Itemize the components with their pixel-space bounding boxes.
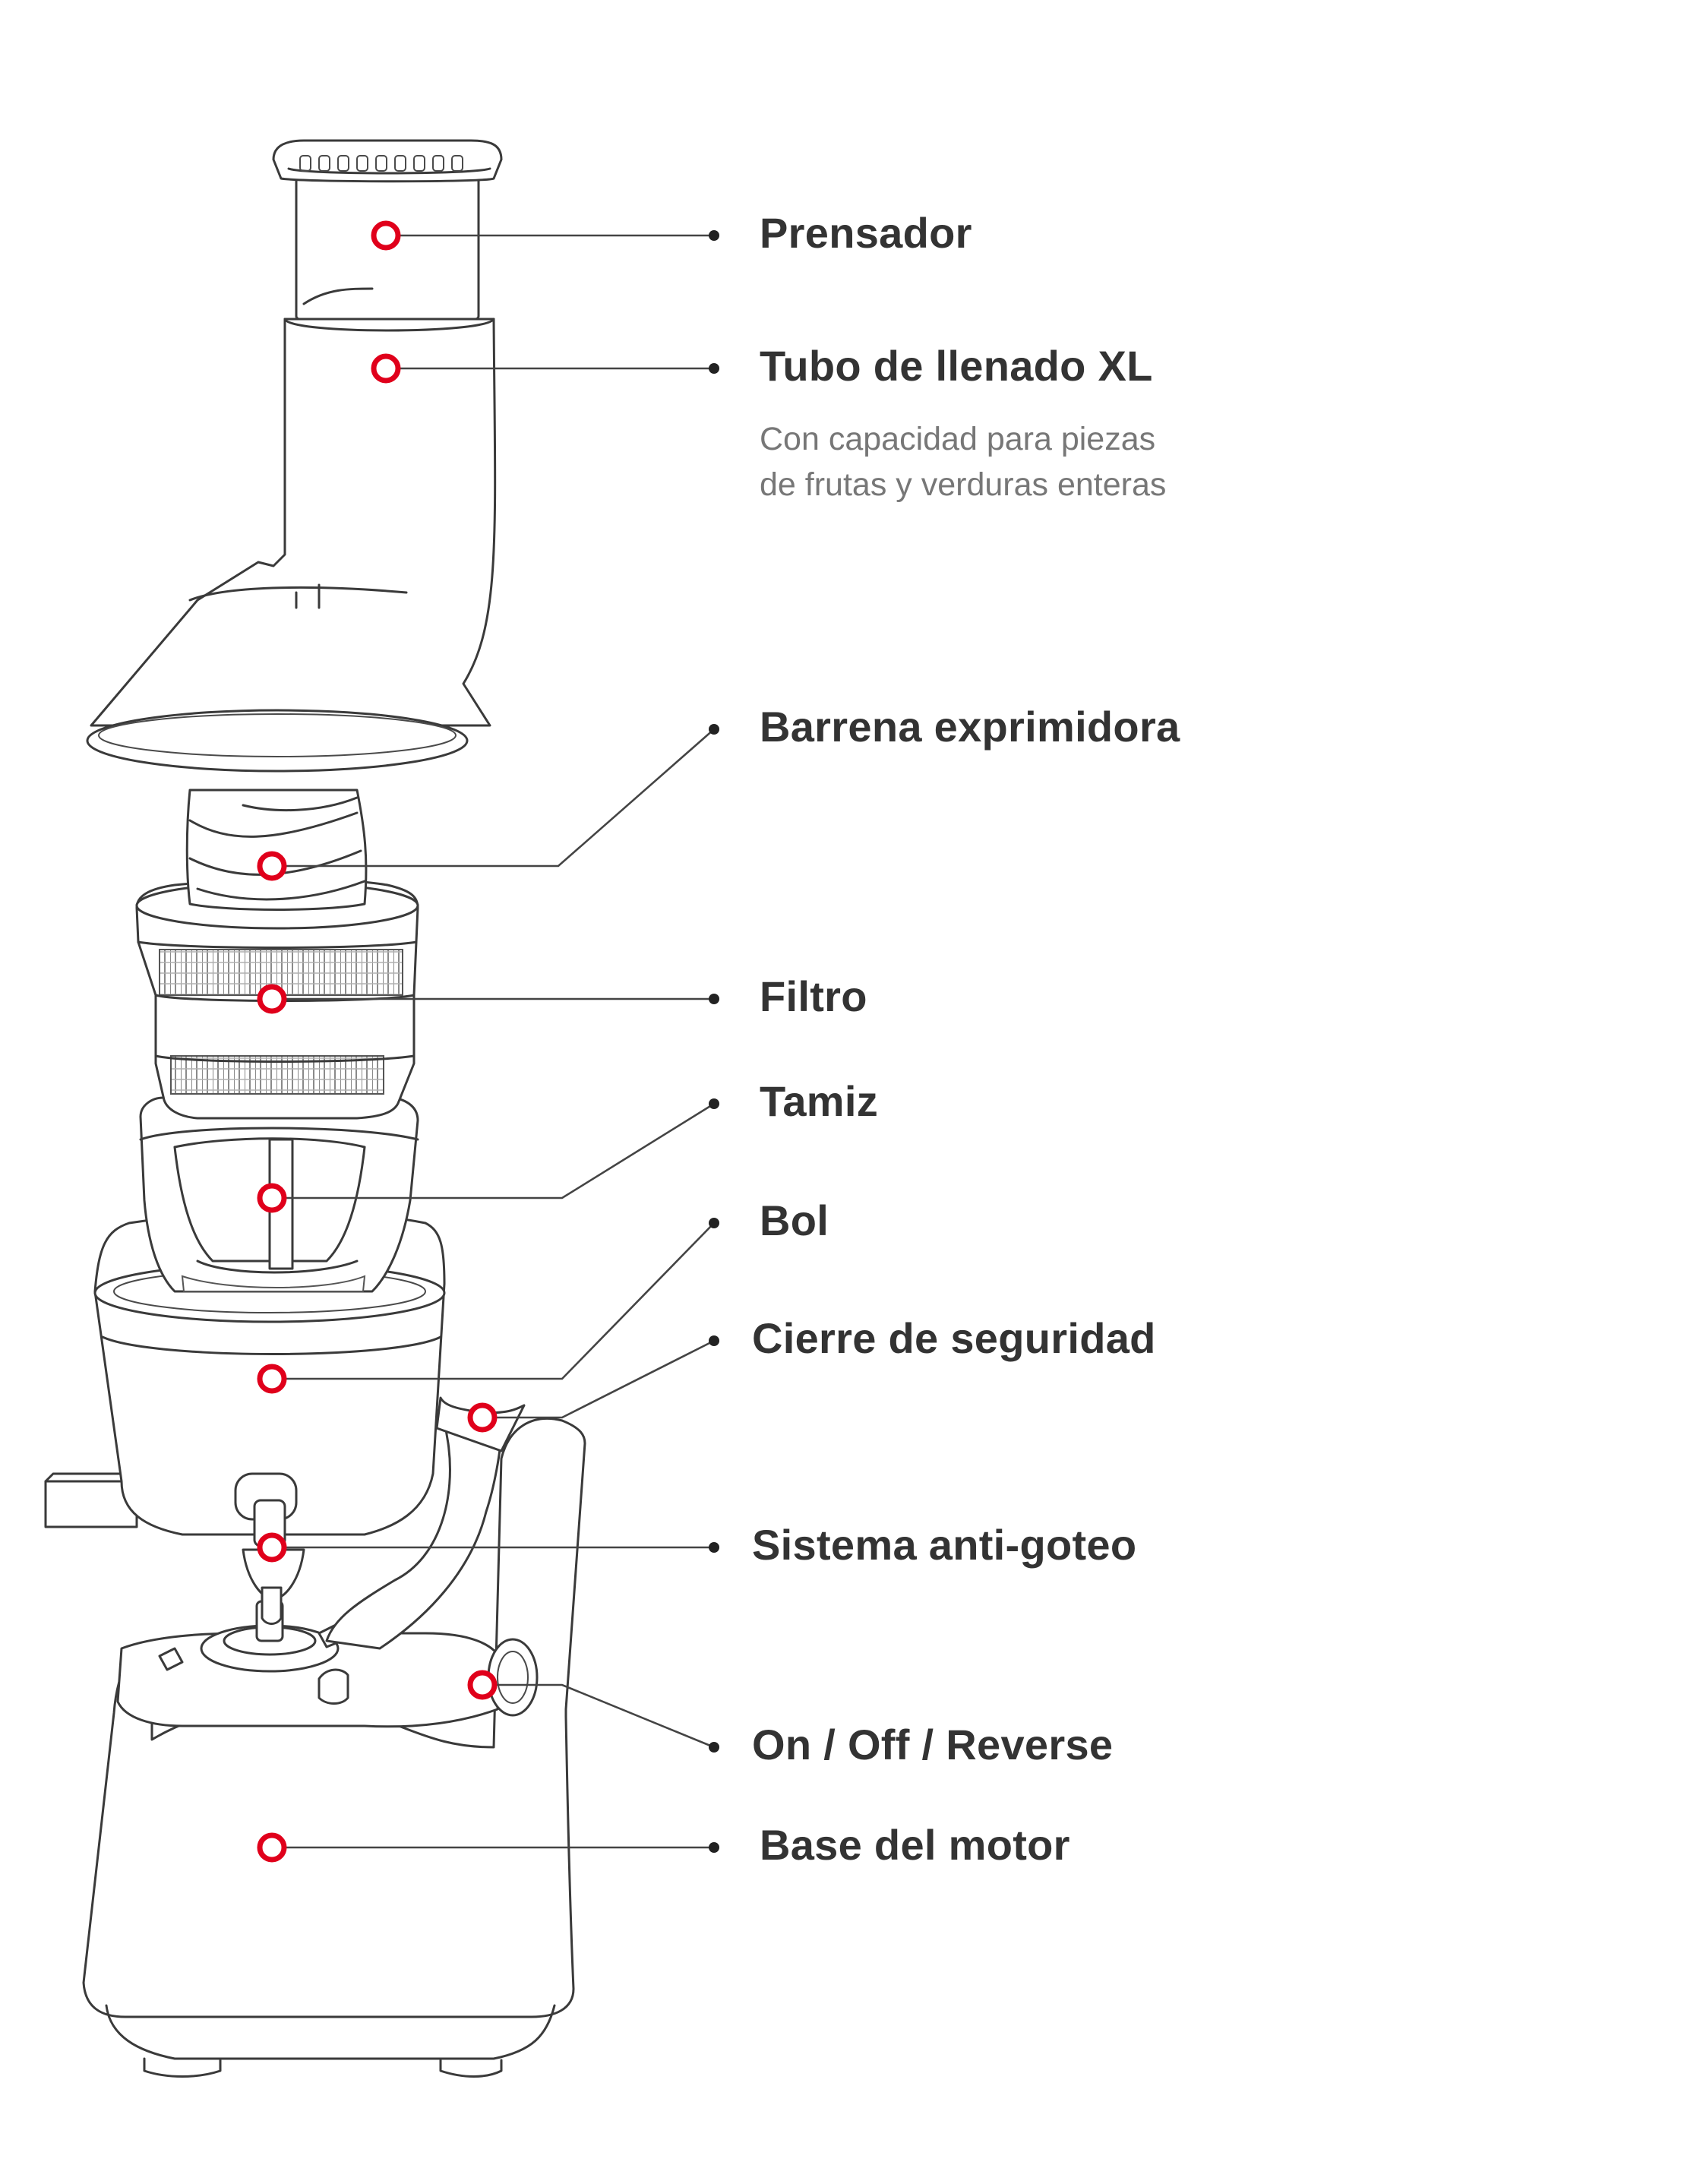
label-tamiz: Tamiz [760, 1077, 879, 1125]
label-onoff: On / Off / Reverse [752, 1721, 1114, 1768]
tubo-description-line-1: Con capacidad para piezas [760, 421, 1156, 457]
label-prensador: Prensador [760, 209, 972, 257]
hotspot-tamiz-icon[interactable] [257, 1183, 287, 1213]
label-bol: Bol [760, 1196, 829, 1244]
label-barrena: Barrena exprimidora [760, 703, 1180, 751]
leader-dot-icon [709, 1842, 719, 1853]
leader-dot-icon [709, 1542, 719, 1553]
hotspot-onoff-icon[interactable] [467, 1670, 498, 1700]
leader-dot-icon [709, 1335, 719, 1346]
hotspot-tubo-icon[interactable] [371, 353, 401, 384]
tubo-description: Con capacidad para piezas de frutas y ve… [760, 416, 1291, 507]
label-filtro: Filtro [760, 972, 867, 1020]
hotspot-antigoteo-icon[interactable] [257, 1532, 287, 1563]
leader-dot-icon [709, 1098, 719, 1109]
label-tubo: Tubo de llenado XL [760, 342, 1153, 390]
leader-dot-icon [709, 724, 719, 735]
label-antigoteo: Sistema anti-goteo [752, 1521, 1137, 1569]
leader-line-tamiz [272, 1102, 715, 1199]
label-cierre: Cierre de seguridad [752, 1314, 1156, 1362]
leader-line-onoff [482, 1683, 715, 1749]
leader-dot-icon [709, 230, 719, 241]
leader-dot-icon [709, 363, 719, 374]
leader-line-cierre [482, 1339, 715, 1419]
hotspot-bol-icon[interactable] [257, 1364, 287, 1394]
leader-line-bol [272, 1222, 715, 1380]
leader-dot-icon [709, 1218, 719, 1228]
leader-dot-icon [709, 1742, 719, 1753]
hotspot-filtro-icon[interactable] [257, 984, 287, 1014]
hotspot-barrena-icon[interactable] [257, 851, 287, 881]
leader-dot-icon [709, 994, 719, 1004]
hotspots [257, 220, 498, 1863]
hotspot-prensador-icon[interactable] [371, 220, 401, 251]
label-base: Base del motor [760, 1821, 1070, 1869]
leader-line-barrena [272, 729, 715, 868]
hotspot-cierre-icon[interactable] [467, 1402, 498, 1433]
hotspot-base-icon[interactable] [257, 1832, 287, 1863]
tubo-description-line-2: de frutas y verduras enteras [760, 466, 1167, 503]
leader-dots [709, 230, 719, 1853]
tubo-drawing [86, 318, 497, 773]
leader-lines [272, 234, 715, 1849]
